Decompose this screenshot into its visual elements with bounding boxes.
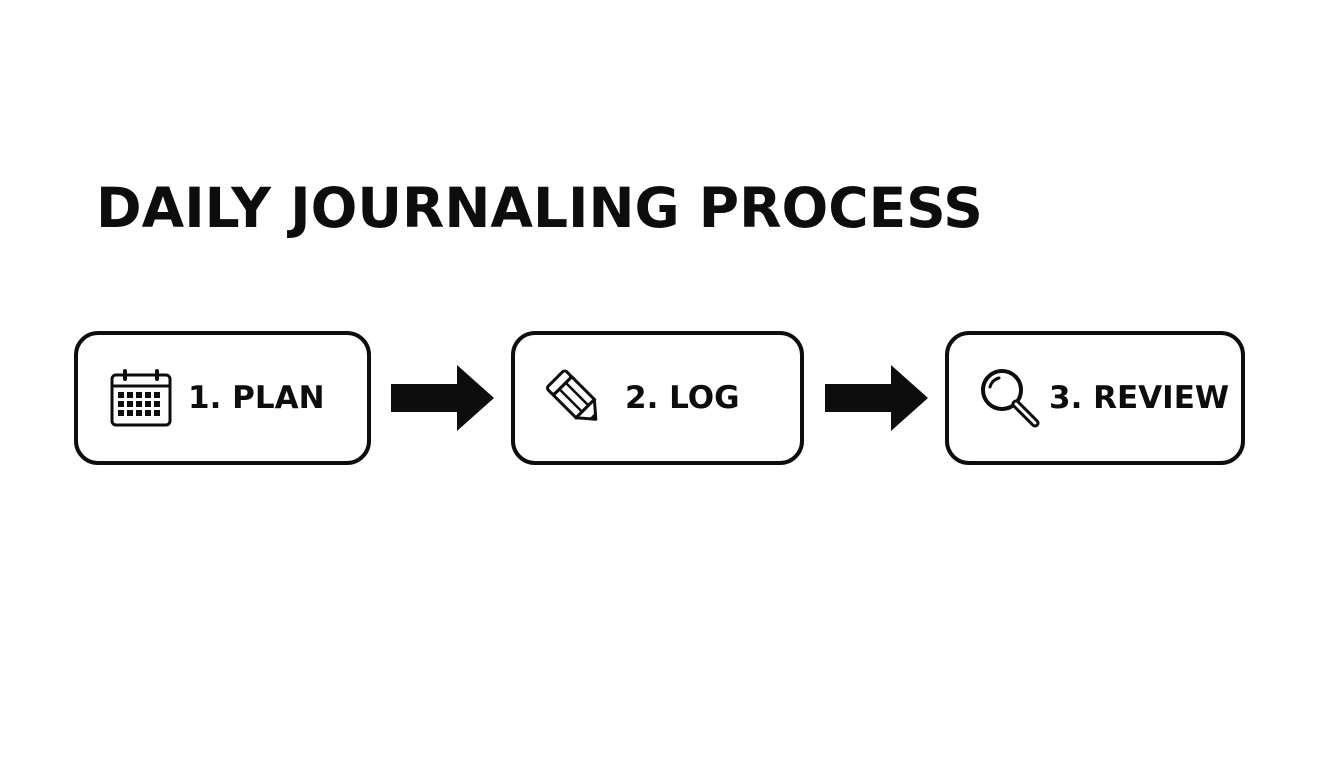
step-log: 2. LOG bbox=[511, 331, 804, 465]
step-plan-label: 1. PLAN bbox=[188, 380, 325, 416]
step-review-label: 3. REVIEW bbox=[1049, 380, 1230, 416]
step-log-label: 2. LOG bbox=[625, 380, 740, 416]
calendar-icon bbox=[110, 369, 172, 427]
step-plan: 1. PLAN bbox=[74, 331, 371, 465]
pencil-icon bbox=[546, 369, 598, 421]
magnifying-glass-icon bbox=[981, 369, 1040, 428]
step-review: 3. REVIEW bbox=[945, 331, 1245, 465]
arrow-right-icon bbox=[391, 365, 494, 431]
diagram-title: DAILY JOURNALING PROCESS bbox=[96, 176, 983, 240]
arrow-right-icon bbox=[825, 365, 928, 431]
